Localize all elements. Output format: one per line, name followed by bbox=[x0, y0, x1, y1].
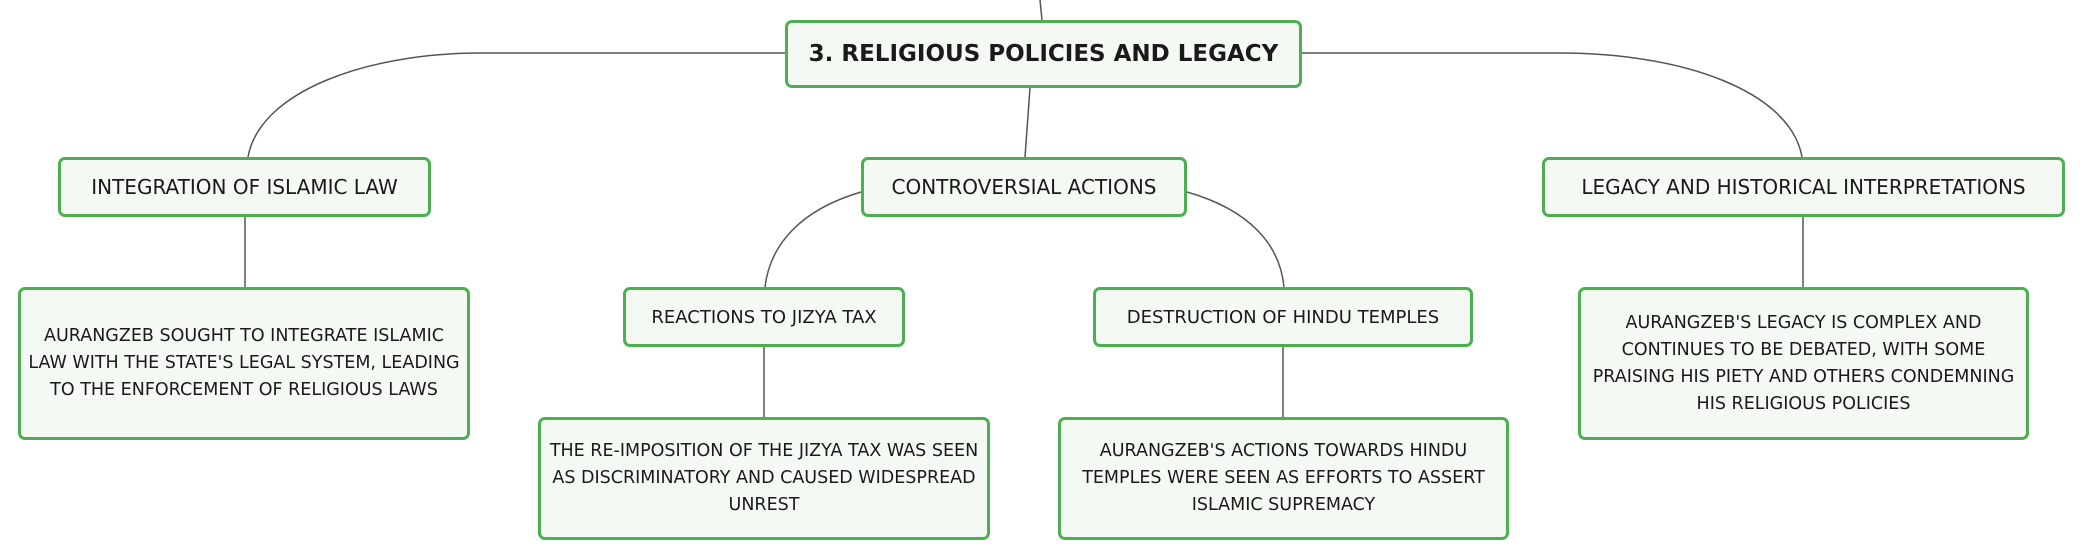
connector-root-to-controversial bbox=[1024, 87, 1031, 158]
subtopic-destruction-of-hindu-temples[interactable]: DESTRUCTION OF HINDU TEMPLES bbox=[1093, 287, 1473, 347]
detail-reactions-to-jizya-tax[interactable]: THE RE-IMPOSITION OF THE JIZYA TAX WAS S… bbox=[538, 417, 990, 540]
connector-controversial-to-temples bbox=[1186, 191, 1285, 288]
detail-destruction-of-hindu-temples[interactable]: AURANGZEB'S ACTIONS TOWARDS HINDU TEMPLE… bbox=[1058, 417, 1509, 540]
detail-text: THE RE-IMPOSITION OF THE JIZYA TAX WAS S… bbox=[549, 441, 979, 515]
detail-integration-of-islamic-law[interactable]: AURANGZEB SOUGHT TO INTEGRATE ISLAMIC LA… bbox=[18, 287, 470, 440]
subtopic-label: REACTIONS TO JIZYA TAX bbox=[651, 306, 877, 328]
topic-controversial-actions[interactable]: CONTROVERSIAL ACTIONS bbox=[861, 157, 1187, 217]
detail-text: AURANGZEB SOUGHT TO INTEGRATE ISLAMIC LA… bbox=[28, 326, 460, 400]
topic-integration-of-islamic-law[interactable]: INTEGRATION OF ISLAMIC LAW bbox=[58, 157, 431, 217]
connector-parent-to-root bbox=[1039, 0, 1043, 21]
detail-text: AURANGZEB'S ACTIONS TOWARDS HINDU TEMPLE… bbox=[1082, 441, 1485, 515]
connector-controversial-to-jizya bbox=[764, 191, 862, 288]
subtopic-label: DESTRUCTION OF HINDU TEMPLES bbox=[1126, 306, 1440, 328]
detail-text: AURANGZEB'S LEGACY IS COMPLEX AND CONTIN… bbox=[1592, 312, 2015, 414]
subtopic-reactions-to-jizya-tax[interactable]: REACTIONS TO JIZYA TAX bbox=[623, 287, 905, 347]
root-topic[interactable]: 3. RELIGIOUS POLICIES AND LEGACY bbox=[785, 20, 1302, 88]
topic-label: CONTROVERSIAL ACTIONS bbox=[891, 175, 1157, 199]
topic-legacy-and-historical-interpretations[interactable]: LEGACY AND HISTORICAL INTERPRETATIONS bbox=[1542, 157, 2065, 217]
detail-legacy-and-historical-interpretations[interactable]: AURANGZEB'S LEGACY IS COMPLEX AND CONTIN… bbox=[1578, 287, 2029, 440]
root-topic-label: 3. RELIGIOUS POLICIES AND LEGACY bbox=[808, 41, 1279, 67]
connector-root-to-legacy bbox=[1302, 52, 1803, 158]
connector-root-to-islamic-law bbox=[247, 52, 787, 158]
topic-label: LEGACY AND HISTORICAL INTERPRETATIONS bbox=[1581, 175, 2026, 199]
topic-label: INTEGRATION OF ISLAMIC LAW bbox=[91, 175, 398, 199]
